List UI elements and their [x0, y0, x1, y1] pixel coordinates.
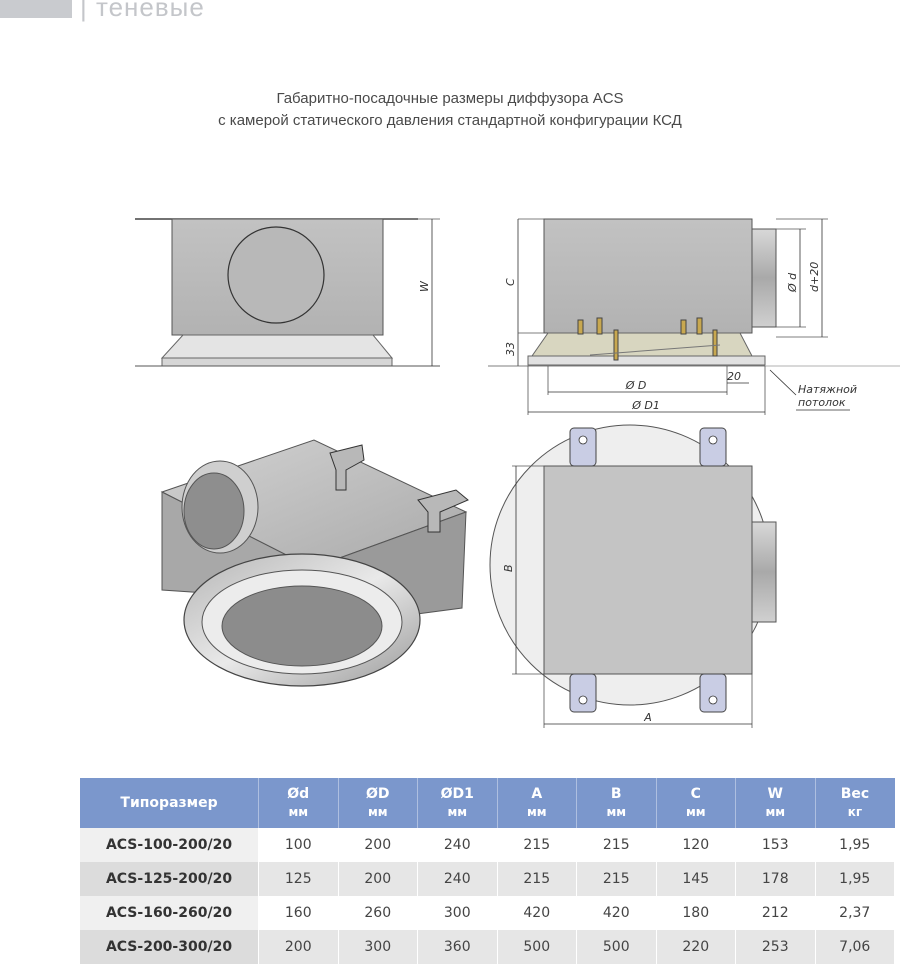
- cell-D: 260: [338, 896, 418, 930]
- cell-A: 215: [497, 862, 577, 896]
- cell-size: ACS-200-300/20: [80, 930, 259, 964]
- cell-W: 178: [735, 862, 816, 896]
- section-label: | теневые: [80, 0, 205, 22]
- cell-C: 145: [656, 862, 736, 896]
- cell-C: 120: [656, 828, 736, 862]
- cell-B: 215: [576, 828, 657, 862]
- cell-d: 100: [258, 828, 339, 862]
- front-view: W: [135, 218, 440, 367]
- page-title-line-1: Габаритно-посадочные размеры диффузора A…: [276, 90, 624, 107]
- ceiling-label-line-1: Натяжной: [798, 383, 857, 396]
- cell-weight: 1,95: [815, 828, 895, 862]
- cell-A: 215: [497, 828, 577, 862]
- cell-B: 420: [576, 896, 657, 930]
- dim-33-label: 33: [504, 342, 517, 356]
- cell-size: ACS-160-260/20: [80, 896, 259, 930]
- cell-C: 220: [656, 930, 736, 964]
- dim-w-label: W: [418, 280, 431, 292]
- dim-c-label: C: [504, 278, 517, 286]
- cell-size: ACS-100-200/20: [80, 828, 259, 862]
- table-row: ACS-125-200/20 125 200 240 215 215 145 1…: [80, 862, 895, 896]
- cell-D: 200: [338, 862, 418, 896]
- dim-20-label: 20: [727, 370, 741, 383]
- dim-D-label: Ø D: [625, 379, 647, 392]
- isometric-view: [160, 439, 469, 687]
- table-row: ACS-160-260/20 160 260 300 420 420 180 2…: [80, 896, 895, 930]
- dim-d-label: Ø d: [786, 272, 799, 293]
- cell-D: 300: [338, 930, 418, 964]
- dim-d20-label: d+20: [808, 262, 821, 292]
- cell-d: 160: [258, 896, 339, 930]
- dim-a-label: A: [643, 711, 652, 724]
- header-bar: [0, 0, 72, 18]
- cell-D: 200: [338, 828, 418, 862]
- cell-W: 153: [735, 828, 816, 862]
- cell-D1: 240: [417, 862, 498, 896]
- cell-A: 420: [497, 896, 577, 930]
- cell-weight: 1,95: [815, 862, 895, 896]
- header-size: Типоразмер: [80, 778, 259, 828]
- duct-circle: [227, 226, 325, 324]
- cell-C: 180: [656, 896, 736, 930]
- technical-drawings: W C 33 Ø d d+20: [135, 218, 900, 728]
- cell-B: 215: [576, 862, 657, 896]
- page-title-line-2: с камерой статического давления стандарт…: [218, 112, 682, 129]
- cell-B: 500: [576, 930, 657, 964]
- table-row: ACS-200-300/20 200 300 360 500 500 220 2…: [80, 930, 895, 964]
- dim-b-label: B: [502, 564, 515, 572]
- cell-d: 125: [258, 862, 339, 896]
- cell-D1: 360: [417, 930, 498, 964]
- cell-D1: 300: [417, 896, 498, 930]
- table-row: ACS-100-200/20 100 200 240 215 215 120 1…: [80, 828, 895, 862]
- cell-D1: 240: [417, 828, 498, 862]
- ceiling-label-line-2: потолок: [798, 396, 846, 409]
- cell-A: 500: [497, 930, 577, 964]
- cell-W: 212: [735, 896, 816, 930]
- duct-pipe: [751, 228, 777, 328]
- cell-weight: 2,37: [815, 896, 895, 930]
- cell-W: 253: [735, 930, 816, 964]
- cell-d: 200: [258, 930, 339, 964]
- cell-size: ACS-125-200/20: [80, 862, 259, 896]
- dim-D1-label: Ø D1: [631, 399, 660, 412]
- cell-weight: 7,06: [815, 930, 895, 964]
- top-view: B A: [489, 424, 777, 728]
- side-view: C 33 Ø d d+20 Ø D Ø D1 2: [488, 218, 900, 415]
